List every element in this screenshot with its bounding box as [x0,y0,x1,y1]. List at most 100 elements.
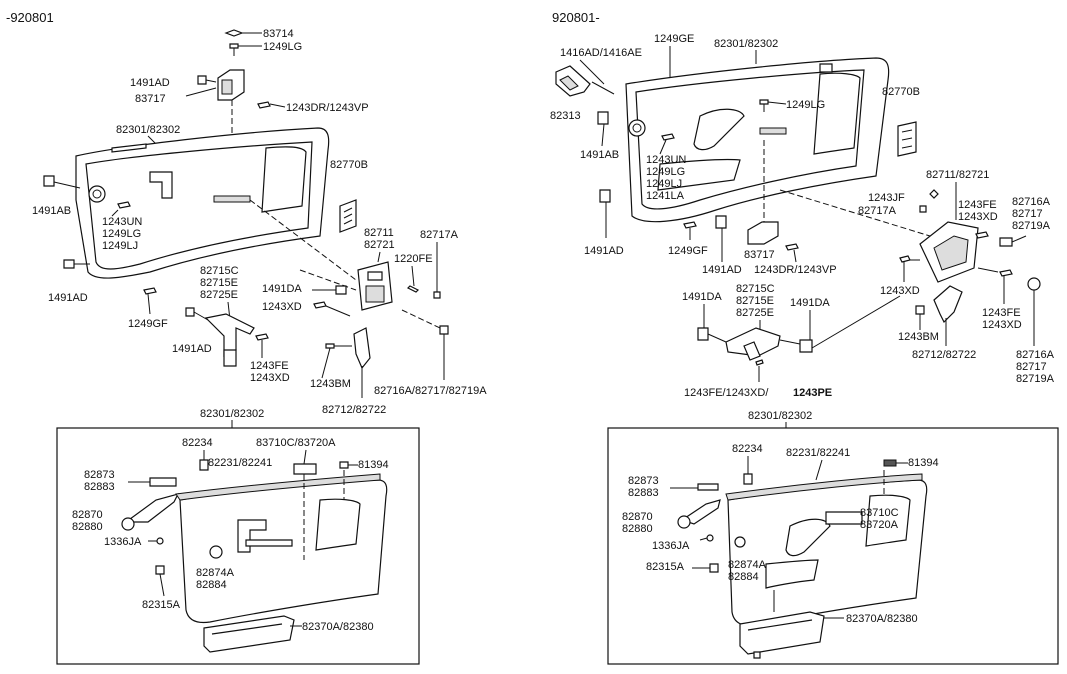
label-1243bm-left: 1243BM [310,378,351,390]
clip-82234-right-icon [743,456,753,485]
left-header: -920801 [6,10,54,25]
label-1491ad-right: 1491AD [584,245,624,257]
cap-82717a-icon [433,242,441,299]
label-1249gf-right: 1249GF [668,245,708,257]
label-1243dr-right: 1243DR/1243VP [754,264,837,276]
label-1243jf: 1243JF [868,192,905,204]
screw-1243fe-right-b-icon [977,267,1013,304]
label-1243dr: 1243DR/1243VP [286,102,369,114]
label-1491ad-right-b: 1491AD [702,264,742,276]
handle-82870-left-icon [121,493,180,531]
label-82711: 82711 [364,227,394,239]
left-inset-label-82884: 82884 [196,579,227,591]
label-82770b-right: 82770B [882,86,920,98]
screw-1243un-right-icon [659,133,675,155]
right-inset-label-82231: 82231/82241 [786,447,850,459]
label-1249gf-left: 1249GF [128,318,168,330]
screw-1336ja-right-icon [699,534,714,542]
right-inset-label-1336ja: 1336JA [652,540,690,552]
label-1491da-right: 1491DA [682,291,722,303]
left-inset-box [56,427,420,665]
label-82313: 82313 [550,110,581,122]
plug-82315a-left-icon [155,565,165,597]
door-trim-panel-right-icon [625,57,890,223]
right-inset-label-83720a: 83720A [860,519,899,531]
right-inset-label-82234: 82234 [732,443,763,455]
label-82725e-right: 82725E [736,307,774,319]
right-inset-title: 82301/82302 [748,410,812,422]
clip-1491da-icon [312,285,347,295]
clip-1491ab-icon [43,175,81,189]
right-inset-label-82873: 82873 [628,475,659,487]
screw-1243xd-right-icon [899,255,920,282]
label-1220fe: 1220FE [394,253,433,265]
left-inset-label-82883: 82883 [84,481,115,493]
plug-82716a-right-b-icon [1027,277,1041,346]
left-inset-title: 82301/82302 [200,408,264,420]
label-1249lg-right-top: 1249LG [786,99,825,111]
switch-82770b-icon [339,199,357,233]
cap-82717a-right-icon [919,189,939,213]
screw-1243un-icon [111,201,131,217]
label-1243bm-right: 1243BM [898,331,939,343]
switch-82770b-right-icon [897,121,917,157]
clip-82234-left-icon [199,450,209,471]
pocket-82370a-left-icon [203,615,302,653]
screw-1249gf-icon [143,287,157,315]
door-trim-inset-left-icon [175,470,388,624]
right-inset-label-82883: 82883 [628,487,659,499]
label-1243un-right: 1243UN [646,154,686,166]
left-inset-label-82231: 82231/82241 [208,457,272,469]
label-82719a-right-b: 82719A [1016,373,1055,385]
label-82715c-left: 82715C [200,265,239,277]
screw-1243fe-icon [255,333,269,358]
label-82716a-right-b: 82716A [1016,349,1055,361]
label-1243pe: 1243PE [793,387,832,399]
left-inset-label-82870: 82870 [72,509,103,521]
label-83717: 83717 [135,93,166,105]
clip-1491ad-left-icon [63,259,90,269]
label-1491ad-left: 1491AD [48,292,88,304]
label-83717-right: 83717 [744,249,775,261]
label-1249lj-left: 1249LJ [102,240,138,252]
label-1243fe-xd-right: 1243FE/1243XD/ [684,387,769,399]
screw-1243xd-icon [313,301,351,317]
left-inset-label-82880: 82880 [72,521,103,533]
bracket-83717-icon [185,69,286,109]
handle-82712-right-icon [915,285,963,346]
label-1243xd-left: 1243XD [262,301,302,313]
label-1241la-right: 1241LA [646,190,685,202]
label-1243un-left: 1243UN [102,216,142,228]
plug-82716a-icon [401,309,449,380]
label-1243xd-right-b: 1243XD [982,319,1022,331]
handle-82870-right-icon [677,499,721,529]
clip-81394-right-icon [883,459,908,467]
right-inset-label-82874a: 82874A [728,559,767,571]
bracket-82715c-icon [185,307,255,367]
right-inset-label-82880: 82880 [622,523,653,535]
clip-1491ad-right-icon [599,189,611,238]
label-82717a-left: 82717A [420,229,459,241]
label-1249lg-right: 1249LG [646,166,685,178]
screw-1243dr-right-icon [785,243,799,263]
pad-82873-right-icon [670,483,719,491]
screw-1336ja-left-icon [148,537,164,545]
handle-housing-82711-right-icon [919,221,989,283]
right-inset-label-81394: 81394 [908,457,939,469]
handle-82712-icon [321,327,371,398]
screw-1220fe-icon [406,265,420,293]
label-82301-right: 82301/82302 [714,38,778,50]
label-1491ad-top: 1491AD [130,77,170,89]
plug-82716a-right-icon [999,235,1027,247]
label-1249ge: 1249GE [654,33,694,45]
label-82712-right: 82712/82722 [912,349,976,361]
label-82715e-left: 82715E [200,277,238,289]
left-inset-label-82873: 82873 [84,469,115,481]
door-trim-panel-left-icon [75,127,330,279]
label-1491ab: 1491AB [32,205,71,217]
right-inset-label-83710c: 83710C [860,507,899,519]
left-inset-label-83710c: 83710C/83720A [256,437,336,449]
label-1416ad: 1416AD/1416AE [560,47,642,59]
left-inset-label-82874a: 82874A [196,567,235,579]
